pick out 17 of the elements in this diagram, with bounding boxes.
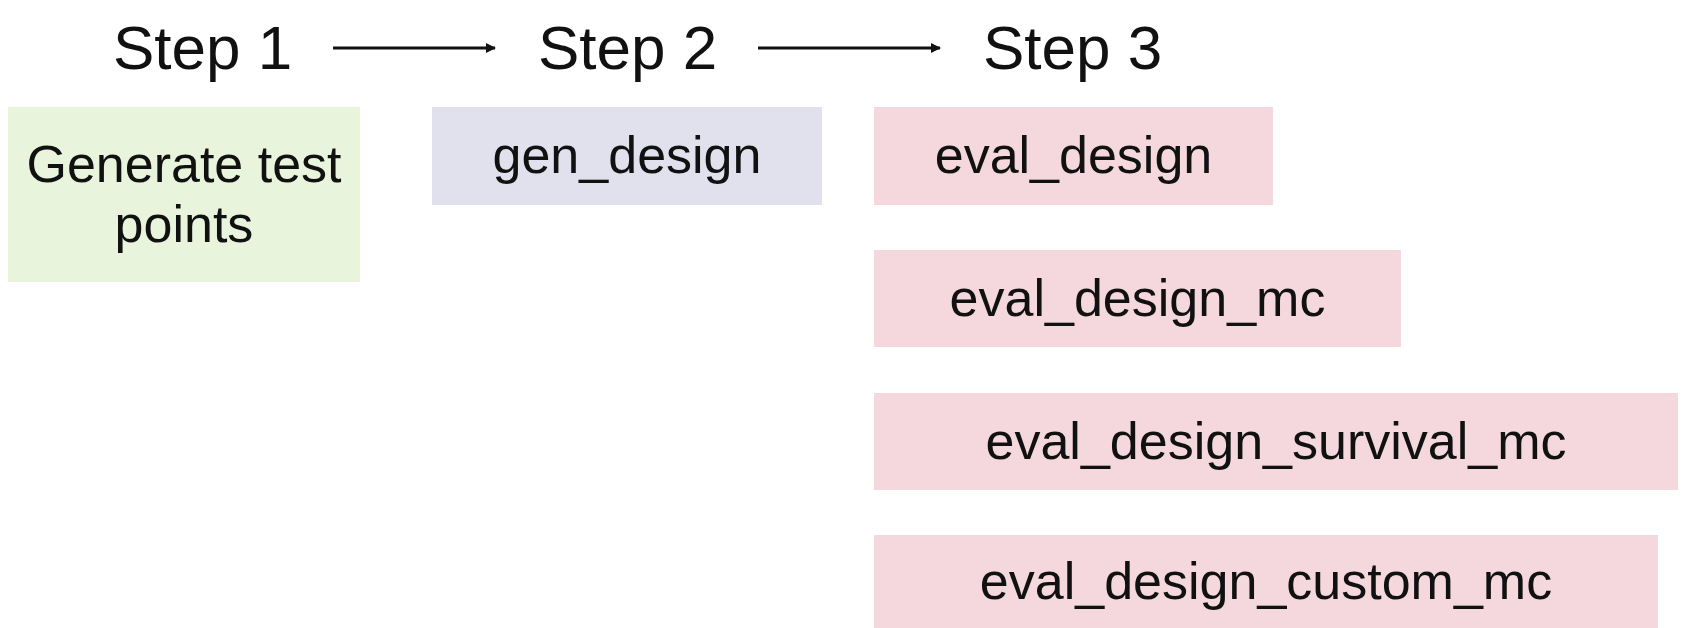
- box-label: eval_design_custom_mc: [979, 551, 1553, 612]
- process-box: [874, 250, 1401, 347]
- process-box: [874, 393, 1678, 490]
- arrow: [758, 43, 941, 53]
- box-label: eval_design_survival_mc: [985, 411, 1567, 472]
- process-box: [874, 107, 1273, 205]
- process-box: [432, 107, 822, 205]
- step-heading: Step 1: [112, 12, 293, 84]
- step-heading: Step 3: [982, 12, 1163, 84]
- box-label: gen_design: [492, 126, 762, 186]
- process-box: [8, 107, 360, 282]
- box-label: eval_design: [934, 126, 1213, 186]
- arrow: [333, 43, 496, 53]
- step-heading: Step 2: [537, 12, 718, 84]
- box-label: eval_design_mc: [949, 268, 1326, 329]
- box-label: Generate test points: [25, 134, 343, 255]
- process-box: [874, 535, 1658, 628]
